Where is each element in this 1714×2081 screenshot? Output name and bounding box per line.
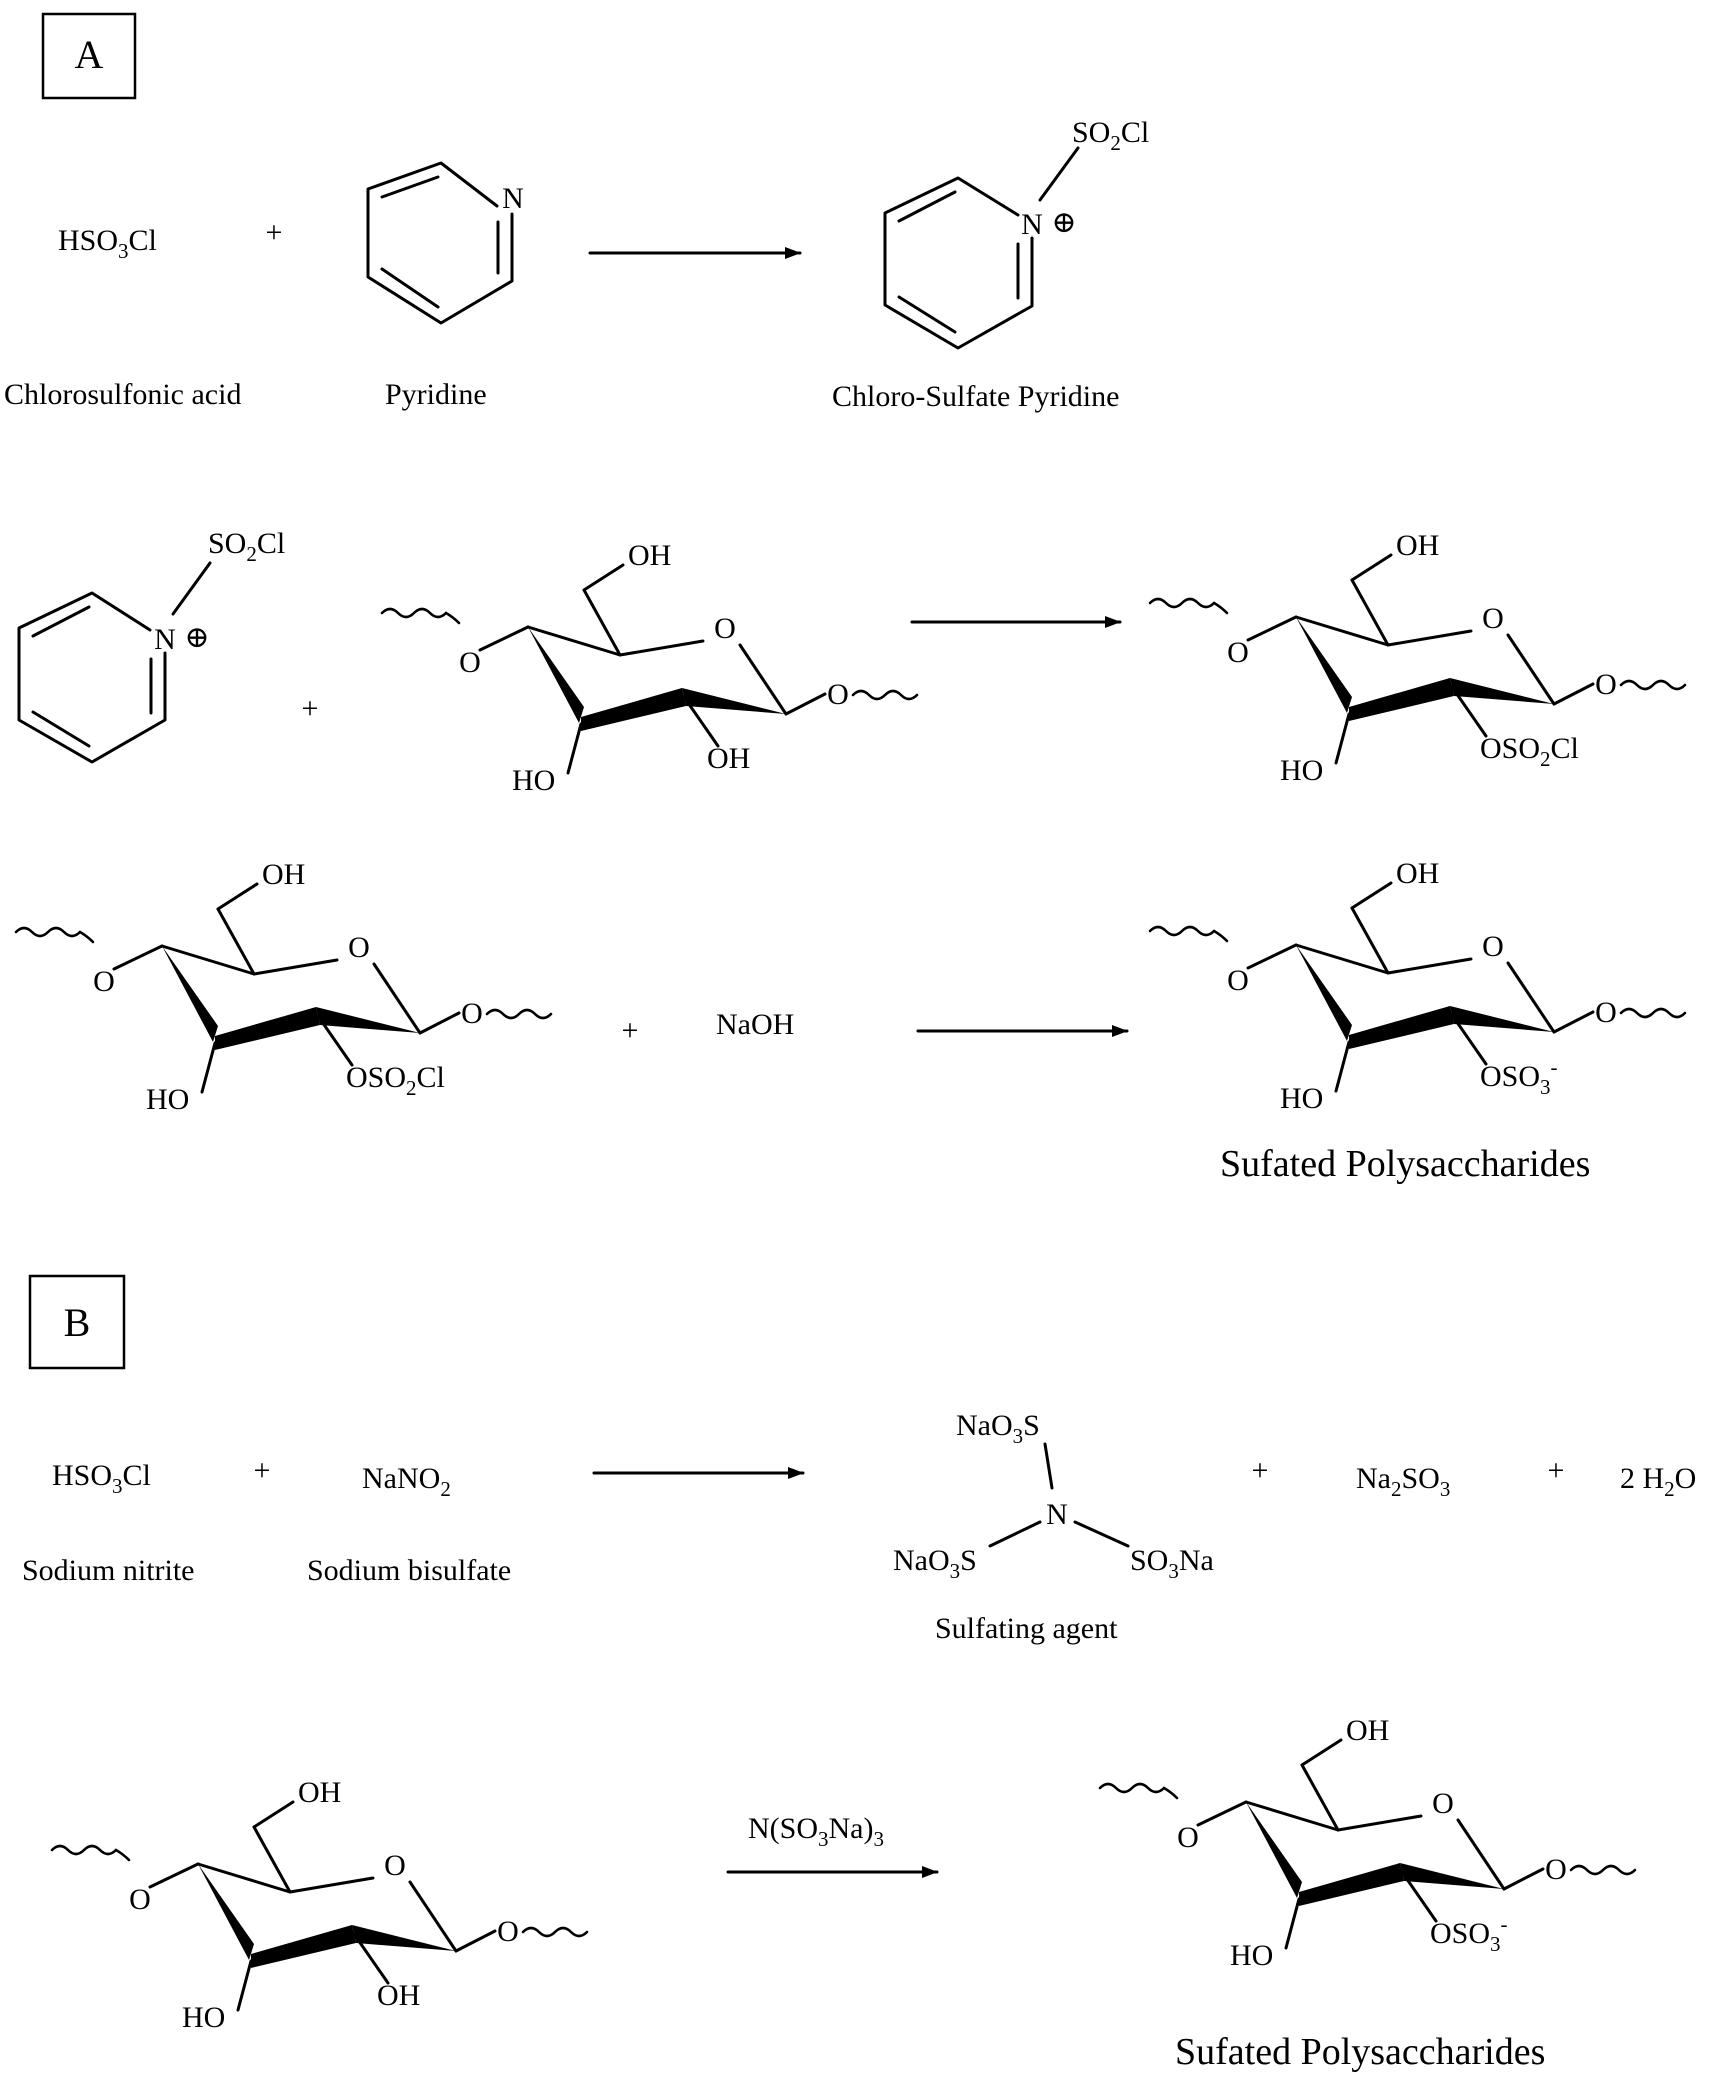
- c6-hydroxyl: OH: [262, 858, 305, 891]
- glycosidic-oxygen-right: O: [1595, 668, 1617, 701]
- c2-hydroxyl: OH: [707, 742, 750, 775]
- sulfating-agent-over-arrow: N(SO3Na)3: [748, 1812, 884, 1851]
- plus-sign: +: [266, 216, 283, 249]
- plus-sign: +: [302, 692, 319, 725]
- reaction-3: O O OH HO OSO2Cl O + NaOH O: [14, 857, 1687, 1185]
- glycosidic-oxygen-left: O: [129, 1883, 151, 1916]
- sulfating-agent-left-group: NaO3S: [893, 1544, 977, 1583]
- reaction-4: HSO3Cl Sodium nitrite + NaNO2 Sodium bis…: [22, 1409, 1696, 1645]
- sodium-nitrite-label: Sodium nitrite: [22, 1554, 195, 1587]
- ring-oxygen: O: [714, 612, 736, 645]
- c6-hydroxyl: OH: [1396, 529, 1439, 562]
- ring-oxygen: O: [348, 931, 370, 964]
- ring-oxygen: O: [1432, 1787, 1454, 1820]
- pyridine-nitrogen: N: [502, 182, 524, 215]
- glycosidic-oxygen-left: O: [1227, 636, 1249, 669]
- chlorosulfate-pyridine-label: Chloro-Sulfate Pyridine: [832, 380, 1119, 413]
- glycosidic-oxygen-right: O: [1595, 996, 1617, 1029]
- plus-sign: +: [1548, 1454, 1565, 1487]
- c2-sulfate-group: OSO3-: [1430, 1912, 1508, 1956]
- c2-hydroxyl: OH: [377, 1979, 420, 2012]
- c6-hydroxyl: OH: [1396, 857, 1439, 890]
- glycosidic-oxygen-right: O: [497, 1915, 519, 1948]
- c3-hydroxyl: HO: [1280, 754, 1323, 787]
- chlorosulfonic-acid-formula: HSO3Cl: [58, 224, 157, 263]
- reaction-2: N ⊕ SO2Cl + O O OH HO OH O: [17, 527, 1687, 797]
- positive-charge-icon: ⊕: [1051, 206, 1076, 239]
- reagent-nitrogen: N: [154, 623, 176, 656]
- reaction-1: HSO3Cl Chlorosulfonic acid + N Pyridine …: [4, 116, 1149, 413]
- sulfonyl-chloride-group: SO2Cl: [1072, 116, 1149, 155]
- panel-b-label-box: [28, 1274, 126, 1370]
- ring-oxygen: O: [1482, 602, 1504, 635]
- c6-hydroxyl: OH: [1346, 1714, 1389, 1747]
- c3-hydroxyl: HO: [182, 2001, 225, 2034]
- glycosidic-oxygen-right: O: [1545, 1853, 1567, 1886]
- sulfating-agent-nitrogen: N: [1046, 1498, 1068, 1531]
- panel-b-label: B: [64, 1300, 91, 1345]
- chlorosulfate-pyridine-structure: N ⊕ SO2Cl: [883, 116, 1149, 350]
- ring-oxygen: O: [1482, 930, 1504, 963]
- sulfated-polysaccharides-label: Sufated Polysaccharides: [1175, 2031, 1545, 2073]
- c3-hydroxyl: HO: [1230, 1939, 1273, 1972]
- c2-sulfate-group: OSO3-: [1480, 1055, 1558, 1099]
- sodium-sulfite-formula: Na2SO3: [1356, 1462, 1450, 1501]
- glycosidic-oxygen-right: O: [827, 678, 849, 711]
- glycosidic-oxygen-left: O: [459, 646, 481, 679]
- reagent-sulfonyl-chloride-group: SO2Cl: [208, 527, 285, 566]
- panel-b: B: [28, 1274, 126, 1370]
- glycosidic-oxygen-left: O: [1177, 1821, 1199, 1854]
- panel-a-label: A: [75, 32, 104, 77]
- c2-chlorosulfate-group: OSO2Cl: [346, 1061, 445, 1100]
- c3-hydroxyl: HO: [512, 764, 555, 797]
- glucose-unit-reactant: O O OH HO OH O: [50, 1776, 589, 2034]
- plus-sign: +: [622, 1014, 639, 1047]
- c3-hydroxyl: HO: [1280, 1082, 1323, 1115]
- chlorosulfonic-acid-label: Chlorosulfonic acid: [4, 378, 241, 411]
- chlorosulfonic-acid-formula: HSO3Cl: [52, 1459, 151, 1498]
- panel-a: A: [41, 12, 137, 100]
- pyridine-structure: N: [366, 161, 524, 325]
- glycosidic-oxygen-left: O: [1227, 964, 1249, 997]
- sulfating-agent-label: Sulfating agent: [935, 1612, 1118, 1645]
- c6-hydroxyl: OH: [628, 539, 671, 572]
- c2-chlorosulfate-group: OSO2Cl: [1480, 732, 1579, 771]
- c6-hydroxyl: OH: [298, 1776, 341, 1809]
- sulfating-agent-right-group: SO3Na: [1130, 1544, 1214, 1583]
- sodium-nitrite-formula: NaNO2: [362, 1462, 451, 1501]
- sulfating-agent-structure: NaO3S N NaO3S SO3Na: [893, 1409, 1214, 1583]
- glucose-unit-reactant: O O OH HO OH O: [380, 539, 919, 797]
- c3-hydroxyl: HO: [146, 1083, 189, 1116]
- plus-sign: +: [1252, 1454, 1269, 1487]
- reaction-5: O O OH HO OH O N(SO3Na)3 O: [50, 1714, 1637, 2073]
- pyridine-label: Pyridine: [385, 378, 487, 411]
- glucose-unit-chlorosulfated: O O OH HO OSO2Cl O: [1148, 529, 1687, 787]
- plus-sign: +: [254, 1454, 271, 1487]
- glucose-unit-sulfated-product: O O OH HO OSO3- O: [1098, 1714, 1637, 1972]
- chlorosulfate-nitrogen: N: [1021, 208, 1043, 241]
- glycosidic-oxygen-right: O: [461, 997, 483, 1030]
- positive-charge-icon: ⊕: [184, 621, 209, 654]
- sulfated-polysaccharides-label: Sufated Polysaccharides: [1220, 1143, 1590, 1185]
- glucose-unit-chlorosulfated-reactant: O O OH HO OSO2Cl O: [14, 858, 553, 1116]
- ring-oxygen: O: [384, 1849, 406, 1882]
- glucose-unit-sulfated-product: O O OH HO OSO3- O: [1148, 857, 1687, 1115]
- sodium-hydroxide-formula: NaOH: [716, 1008, 794, 1041]
- glycosidic-oxygen-left: O: [93, 965, 115, 998]
- panel-a-label-box: [41, 12, 137, 100]
- water-formula: 2 H2O: [1620, 1462, 1696, 1501]
- chlorosulfate-pyridine-reagent: N ⊕ SO2Cl: [17, 527, 285, 764]
- sodium-bisulfate-label: Sodium bisulfate: [307, 1554, 511, 1587]
- sulfating-agent-top-group: NaO3S: [956, 1409, 1040, 1448]
